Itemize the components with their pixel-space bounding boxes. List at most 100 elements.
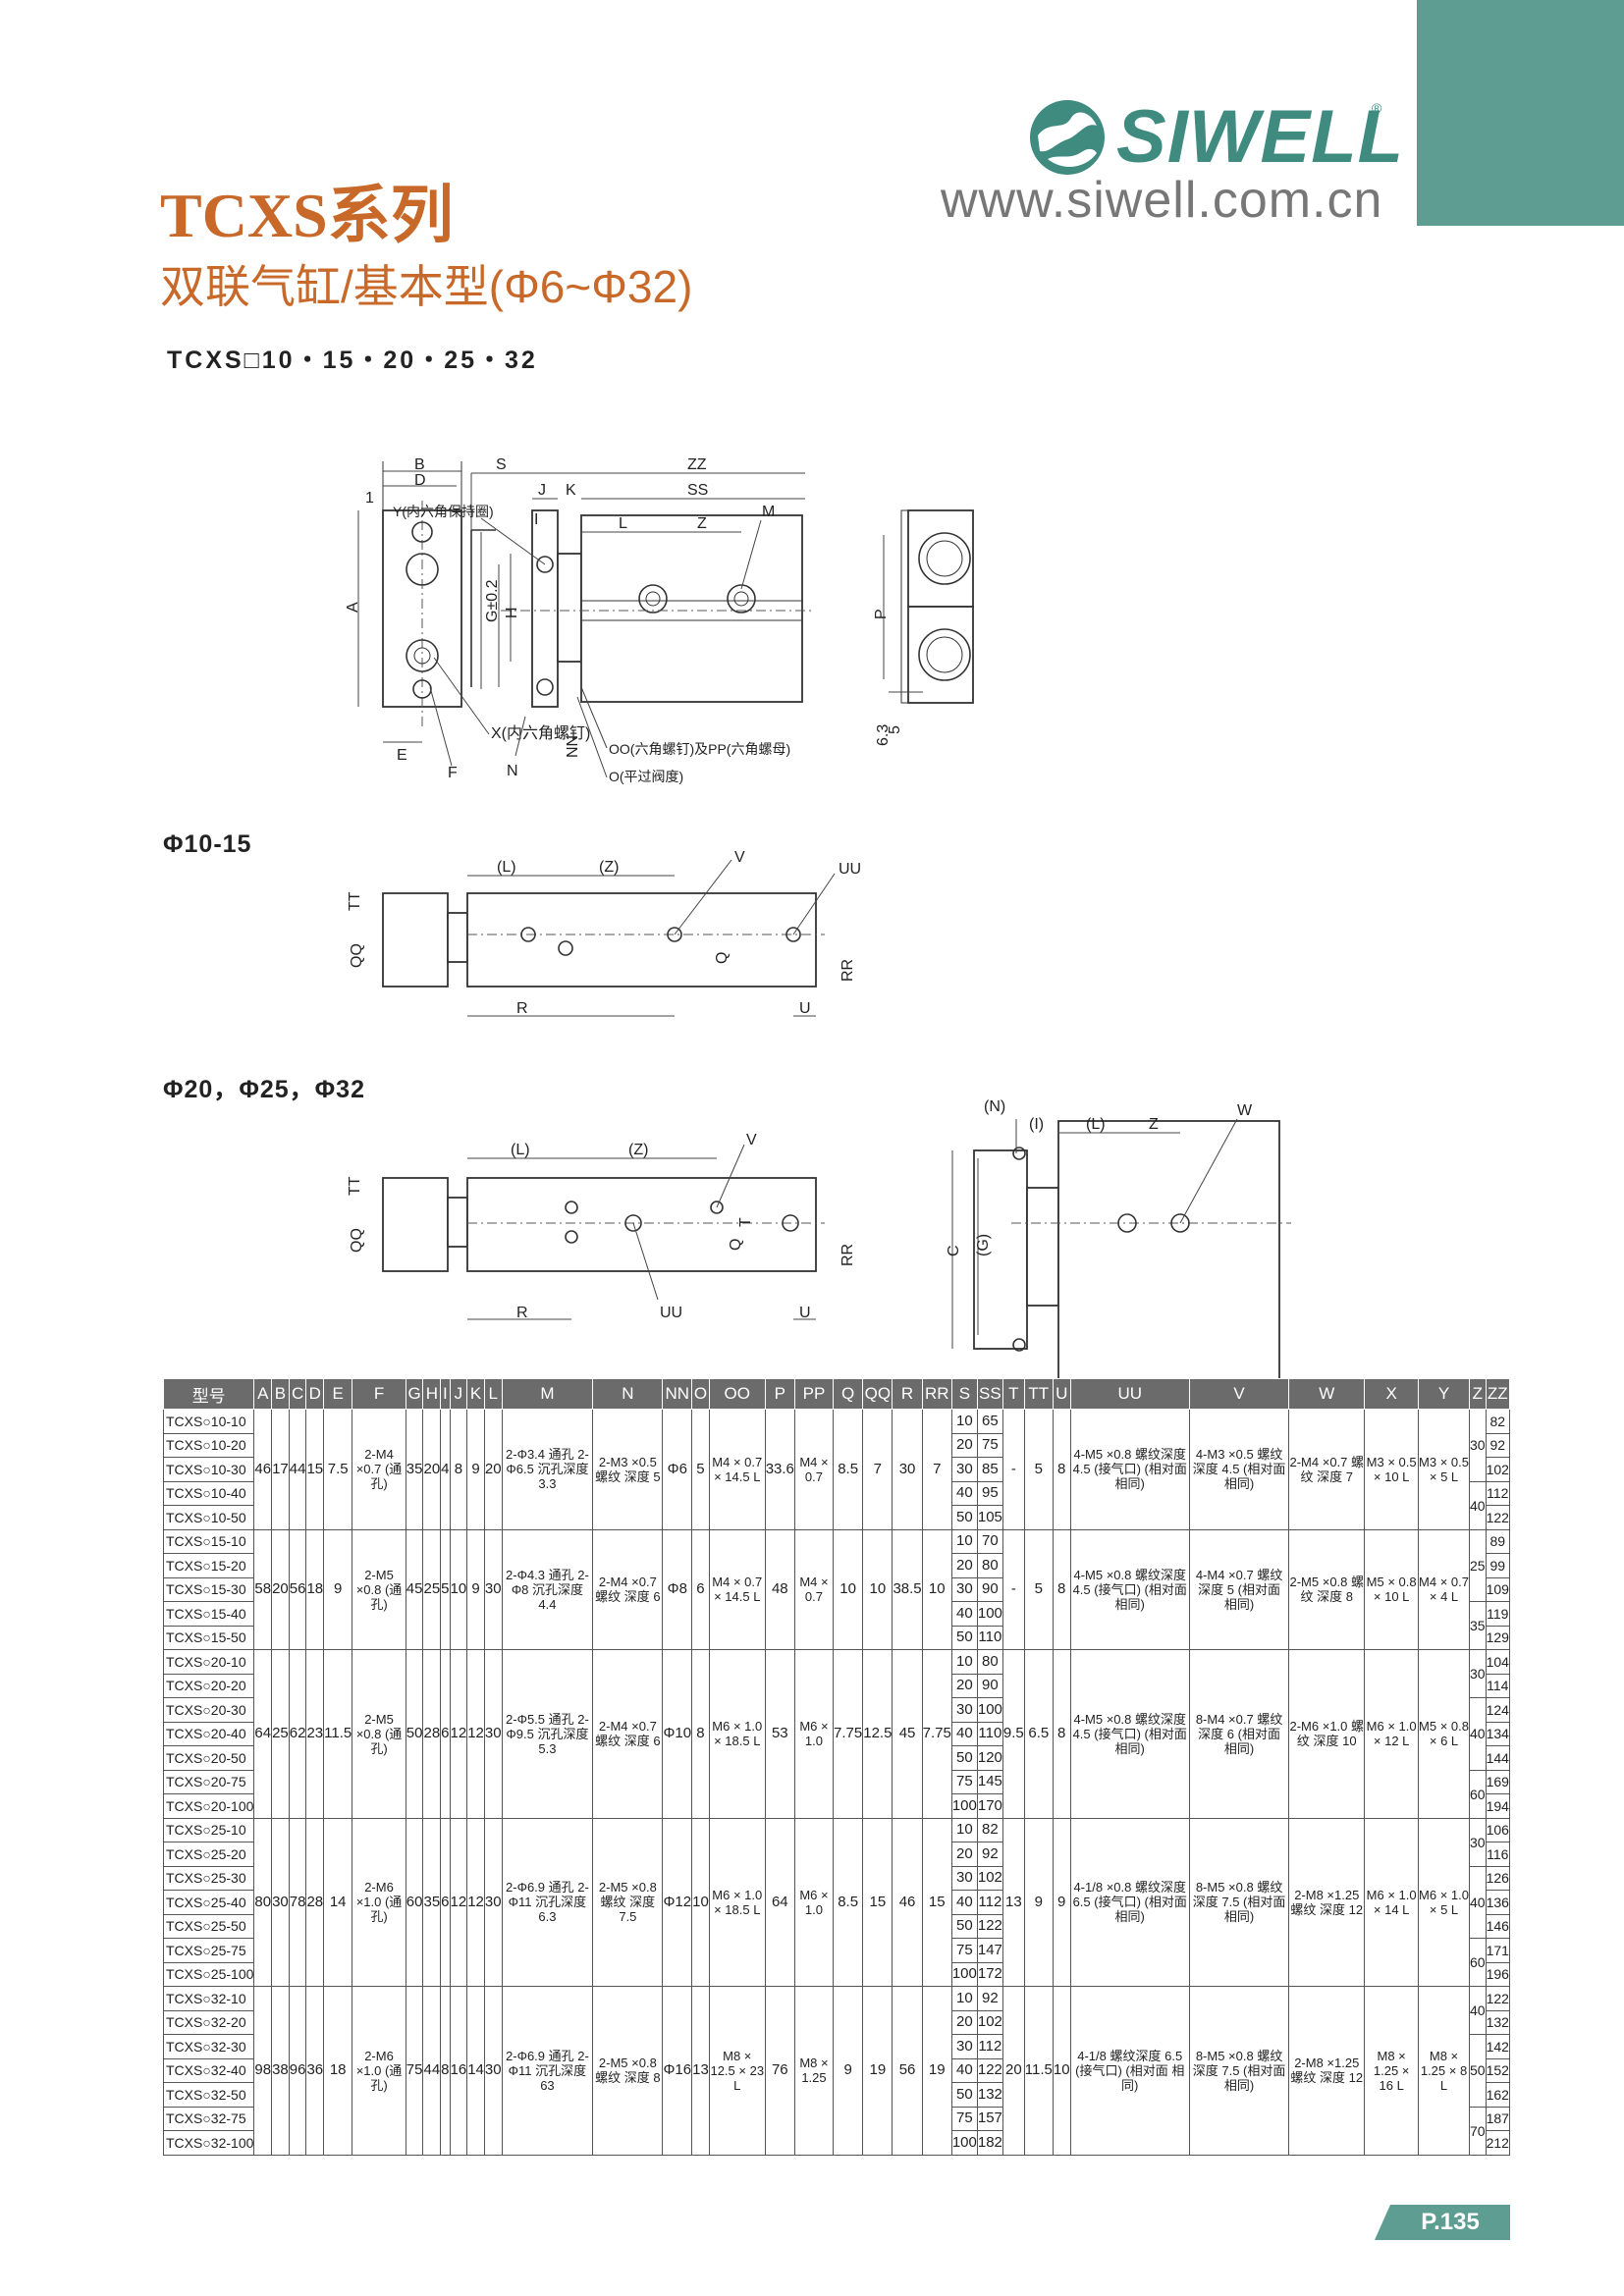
cell-j: 12: [449, 1817, 468, 1987]
col-header: S: [950, 1378, 978, 1410]
cell-ss: 120: [976, 1745, 1003, 1771]
cell-w: 2-M4 ×0.7 螺纹 深度 7: [1288, 1409, 1366, 1530]
cell-oo: M6 × 1.0 × 18.5 L: [708, 1649, 766, 1819]
label-TT: TT: [347, 891, 363, 911]
cell-ss: 112: [976, 1890, 1003, 1915]
cell-g: 35: [405, 1409, 424, 1530]
col-header: M: [501, 1378, 594, 1410]
cell-h: 35: [422, 1817, 442, 1987]
cell-zz: 142: [1485, 2034, 1511, 2059]
cell-ss: 80: [976, 1553, 1003, 1578]
cell-b: 25: [271, 1649, 290, 1819]
cell-f: 2-M4 ×0.7 (通孔): [352, 1409, 406, 1530]
cell-rr: 15: [921, 1817, 952, 1987]
cell-w: 2-M6 ×1.0 螺纹 深度 10: [1288, 1649, 1366, 1819]
cell-h: 25: [422, 1528, 442, 1650]
cell-rr: 10: [921, 1528, 952, 1650]
label-C: C: [946, 1245, 962, 1256]
cell-model: TCXS○25-75: [162, 1938, 255, 1963]
cell-j: 10: [449, 1528, 468, 1650]
cell-ss: 70: [976, 1528, 1003, 1554]
col-header: L: [483, 1378, 503, 1410]
cell-z: 60: [1469, 1769, 1487, 1819]
col-header: RR: [921, 1378, 952, 1410]
cell-g: 75: [405, 1986, 424, 2156]
cell-ss: 170: [976, 1793, 1003, 1819]
cell-zz: 146: [1485, 1913, 1511, 1939]
cell-model: TCXS○32-30: [162, 2034, 255, 2059]
cell-pp: M4 × 0.7: [793, 1528, 835, 1650]
cell-ss: 75: [976, 1432, 1003, 1458]
cell-tt: 5: [1023, 1528, 1054, 1650]
label-pZ-2: (Z): [628, 1142, 648, 1158]
cell-m: 2-Φ6.9 通孔 2-Φ11 沉孔深度 6.3: [501, 1817, 594, 1987]
cell-zz: 114: [1485, 1673, 1511, 1698]
label-P: P: [873, 609, 890, 619]
cell-x: M8 × 1.25 × 16 L: [1364, 1986, 1420, 2156]
cell-model: TCXS○25-40: [162, 1890, 255, 1915]
cell-e: 7.5: [323, 1409, 353, 1530]
col-header: Z: [1469, 1378, 1487, 1410]
col-header: W: [1288, 1378, 1366, 1410]
cell-ss: 92: [976, 1986, 1003, 2011]
cell-m: 2-Φ6.9 通孔 2-Φ11 沉孔深度 63: [501, 1986, 594, 2156]
cell-oo: M4 × 0.7 × 14.5 L: [708, 1409, 766, 1530]
label-pI: (I): [1029, 1116, 1044, 1133]
cell-q: 9: [833, 1986, 864, 2156]
cell-r: 45: [892, 1649, 923, 1819]
label-Y: Y(内六角保持圈): [393, 504, 494, 519]
cell-z: 40: [1469, 1480, 1487, 1530]
cell-m: 2-Φ4.3 通孔 2-Φ8 沉孔深度 4.4: [501, 1528, 594, 1650]
website-url[interactable]: www.siwell.com.cn: [941, 172, 1383, 229]
cell-z: 30: [1469, 1409, 1487, 1482]
cell-s: 100: [950, 1793, 978, 1819]
col-header: A: [253, 1378, 273, 1410]
cell-a: 46: [253, 1409, 273, 1530]
cell-zz: 124: [1485, 1697, 1511, 1723]
label-O: O(平过阀度): [609, 769, 683, 784]
cell-x: M6 × 1.0 × 12 L: [1364, 1649, 1420, 1819]
cell-zz: 129: [1485, 1625, 1511, 1650]
cell-n: 2-M5 ×0.8 螺纹 深度 7.5: [592, 1817, 664, 1987]
cell-zz: 171: [1485, 1938, 1511, 1963]
cell-zz: 122: [1485, 1505, 1511, 1530]
cell-qq: 12.5: [862, 1649, 893, 1819]
label-U-2: U: [799, 1305, 811, 1321]
cell-model: TCXS○32-40: [162, 2057, 255, 2083]
cell-p: 64: [764, 1817, 795, 1987]
globe-icon: [1030, 100, 1105, 175]
col-header: PP: [793, 1378, 835, 1410]
label-Q-2: Q: [728, 1239, 744, 1251]
cell-y: M5 × 0.8 × 6 L: [1418, 1649, 1471, 1819]
cell-ss: 95: [976, 1480, 1003, 1506]
cell-k: 12: [466, 1817, 485, 1987]
cell-ss: 80: [976, 1649, 1003, 1675]
cell-ss: 92: [976, 1842, 1003, 1867]
cell-nn: Φ8: [662, 1528, 693, 1650]
cell-g: 50: [405, 1649, 424, 1819]
cell-c: 62: [288, 1649, 307, 1819]
cell-r: 46: [892, 1817, 923, 1987]
cell-u: 8: [1052, 1528, 1071, 1650]
cell-ss: 172: [976, 1961, 1003, 1987]
cell-s: 30: [950, 2034, 978, 2059]
cell-g: 60: [405, 1817, 424, 1987]
col-header: P: [764, 1378, 795, 1410]
label-W: W: [1237, 1102, 1253, 1119]
label-Z-3: Z: [1149, 1116, 1159, 1133]
label-F: F: [448, 765, 458, 781]
label-K: K: [566, 482, 576, 499]
cell-zz: 109: [1485, 1576, 1511, 1602]
cell-f: 2-M6 ×1.0 (通孔): [352, 1817, 406, 1987]
